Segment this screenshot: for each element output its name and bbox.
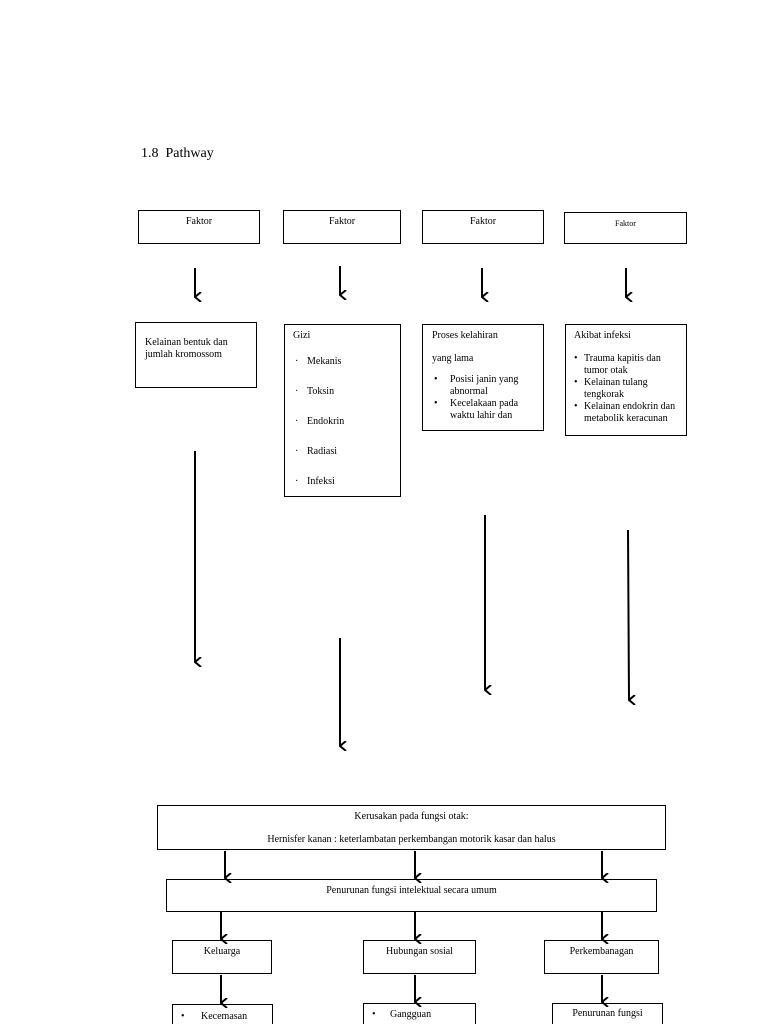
factor-box-4: Faktor	[564, 212, 687, 244]
social-outcome-list: Gangguan	[372, 1009, 475, 1021]
list-item: Kelainan tulang tengkorak	[574, 377, 682, 401]
section-title: Pathway	[165, 146, 214, 161]
factor-label: Faktor	[469, 216, 497, 227]
factor-label: Faktor	[185, 216, 213, 227]
brain-damage-line2: Hernisfer kanan : keterlambatan perkemba…	[267, 834, 556, 845]
factor-box-3: Faktor	[422, 210, 544, 244]
arrow-cause4-down	[627, 529, 629, 700]
cause-title: Akibat infeksi	[574, 330, 631, 341]
cause-box-infection: Akibat infeksi Trauma kapitis dan tumor …	[565, 324, 687, 436]
cause-box-chromosome: Kelainan bentuk dan jumlah kromossom	[135, 322, 257, 388]
intellect-box: Penurunan fungsi intelektual secara umum	[166, 879, 657, 912]
cause-subtitle: yang lama	[432, 353, 474, 364]
list-item: Gangguan	[372, 1009, 475, 1021]
cause-box-birth: Proses kelahiran yang lama Posisi janin …	[422, 324, 544, 431]
factor-label: Faktor	[615, 219, 636, 228]
cause-text-line: Kelainan bentuk dan	[145, 337, 228, 348]
effect-box-social: Hubungan sosial	[363, 940, 476, 974]
effect-label: Hubungan sosial	[386, 946, 453, 957]
list-item: Kecelakaan pada waktu lahir dan	[434, 398, 539, 422]
section-number: 1.8	[141, 146, 159, 161]
family-outcome-list: Kecemasan	[181, 1011, 272, 1023]
list-item: Kelainan endokrin dan metabolik keracuna…	[574, 401, 682, 425]
factor-label: Faktor	[328, 216, 356, 227]
nutrition-list: Mekanis Toksin Endokrin Radiasi Infeksi	[293, 356, 400, 506]
list-item: Posisi janin yang abnormal	[434, 374, 539, 398]
development-outcome-text: Penurunan fungsi	[572, 1008, 643, 1019]
section-heading: 1.8 Pathway	[141, 146, 214, 162]
list-item: Infeksi	[293, 476, 400, 506]
cause-text-line: jumlah kromossom	[145, 349, 222, 360]
effect-box-development: Perkembanagan	[544, 940, 659, 974]
infection-list: Trauma kapitis dan tumor otak Kelainan t…	[574, 353, 682, 425]
list-item: Kecemasan	[181, 1011, 272, 1023]
cause-title: Gizi	[293, 330, 311, 341]
cause-box-nutrition: Gizi Mekanis Toksin Endokrin Radiasi Inf…	[284, 324, 401, 497]
brain-damage-line1: Kerusakan pada fungsi otak:	[354, 811, 469, 822]
effect-label: Keluarga	[203, 946, 241, 957]
effect-label: Perkembanagan	[569, 946, 634, 957]
birth-list: Posisi janin yang abnormal Kecelakaan pa…	[432, 374, 539, 422]
brain-damage-box: Kerusakan pada fungsi otak: Hernisfer ka…	[157, 805, 666, 850]
list-item: Radiasi	[293, 446, 400, 476]
intellect-text: Penurunan fungsi intelektual secara umum	[326, 885, 497, 896]
factor-box-2: Faktor	[283, 210, 401, 244]
cause-title: Proses kelahiran	[432, 330, 498, 341]
list-item: Toksin	[293, 386, 400, 416]
list-item: Mekanis	[293, 356, 400, 386]
list-item: Trauma kapitis dan tumor otak	[574, 353, 682, 377]
list-item: Endokrin	[293, 416, 400, 446]
factor-box-1: Faktor	[138, 210, 260, 244]
effect-box-family: Keluarga	[172, 940, 272, 974]
